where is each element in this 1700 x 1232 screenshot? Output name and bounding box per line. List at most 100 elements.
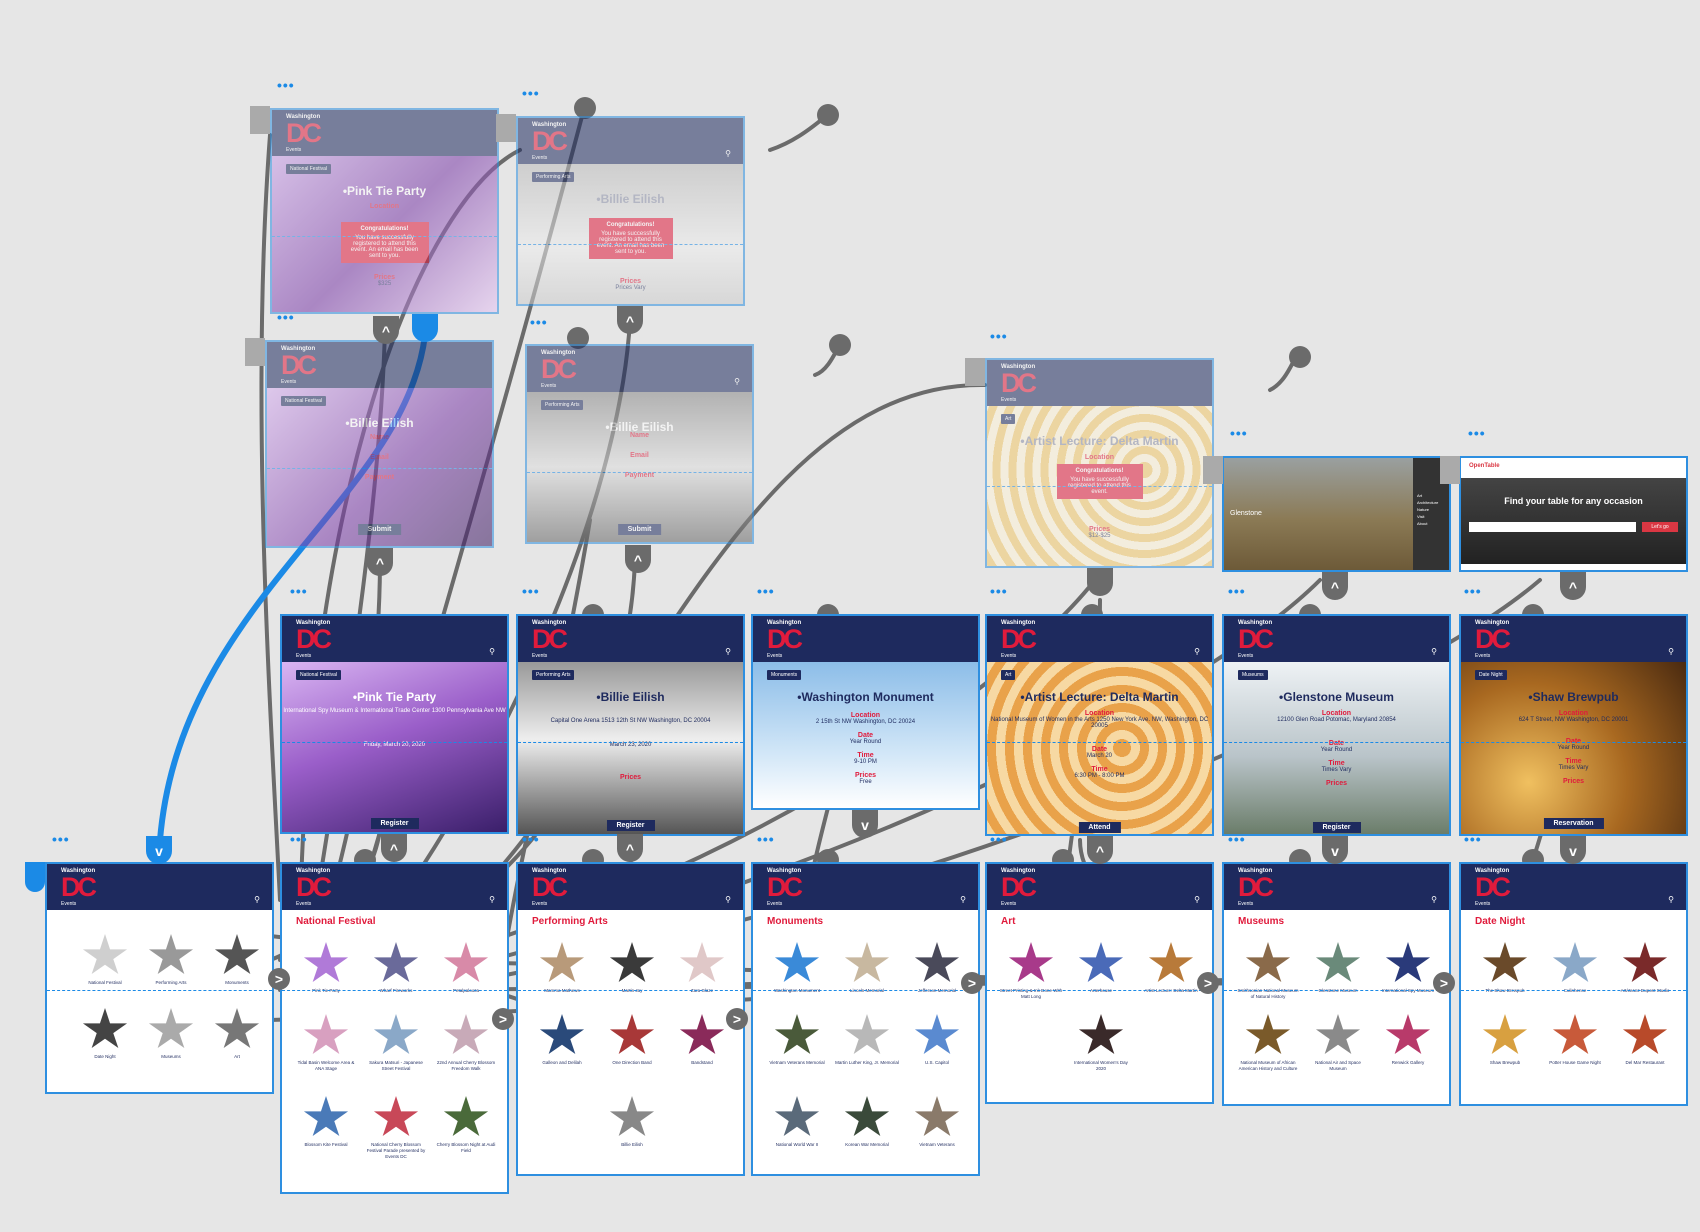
frame-menu-dots[interactable]: •••: [1228, 583, 1246, 599]
frame-menu-dots[interactable]: •••: [1464, 583, 1482, 599]
frame-category-datenight[interactable]: Washington DC Events ⚲ Date Night The Sh…: [1459, 862, 1688, 1106]
event-card[interactable]: Galleon and Delilah: [530, 1014, 594, 1066]
right-arrow[interactable]: >: [268, 968, 290, 990]
event-card[interactable]: Bandstand: [670, 1014, 734, 1066]
search-icon[interactable]: ⚲: [1668, 895, 1674, 904]
right-arrow[interactable]: >: [961, 972, 983, 994]
frame-corner-handle[interactable]: [965, 358, 985, 386]
frame-menu-dots[interactable]: •••: [530, 314, 548, 330]
frame-menu-dots[interactable]: •••: [290, 831, 308, 847]
payment-field-label[interactable]: Payment: [364, 474, 395, 481]
search-icon[interactable]: ⚲: [725, 647, 731, 656]
event-card[interactable]: Martin Jay: [600, 942, 664, 994]
event-card[interactable]: Smithsonian National Museum of Natural H…: [1236, 942, 1300, 1000]
frame-opentable-website[interactable]: OpenTable Find your table for any occasi…: [1459, 456, 1688, 572]
event-card[interactable]: Cherry Blossom Night at Audi Field: [434, 1096, 498, 1154]
up-connector[interactable]: ^: [617, 834, 643, 862]
up-connector[interactable]: ^: [1087, 836, 1113, 864]
nav-about[interactable]: About: [1417, 521, 1428, 526]
frame-category-performing[interactable]: Washington DC Events ⚲ Performing Arts M…: [516, 862, 745, 1176]
search-icon[interactable]: ⚲: [1431, 895, 1437, 904]
frame-menu-dots[interactable]: •••: [522, 85, 540, 101]
frame-corner-handle[interactable]: [250, 106, 270, 134]
down-connector[interactable]: v: [852, 810, 878, 838]
opentable-search-bar[interactable]: [1469, 522, 1636, 532]
attend-button[interactable]: Attend: [1078, 822, 1121, 833]
frame-billie-form-purple[interactable]: Washington DC Events National Festival •…: [265, 340, 494, 548]
event-card[interactable]: Sakura Matsuri - Japanese Street Festiva…: [364, 1014, 428, 1072]
frame-category-festival[interactable]: Washington DC Events ⚲ National Festival…: [280, 862, 509, 1194]
event-card[interactable]: Potter House Game Night: [1543, 1014, 1607, 1066]
event-card[interactable]: Zara Glaze: [670, 942, 734, 994]
frame-menu-dots[interactable]: •••: [990, 328, 1008, 344]
frame-menu-dots[interactable]: •••: [757, 831, 775, 847]
frame-billie-detail[interactable]: Washington DC Events ⚲ Performing Arts •…: [516, 614, 745, 836]
frame-delta-confirmation[interactable]: Washington DC Events Art •Artist Lecture…: [985, 358, 1214, 568]
search-icon[interactable]: ⚲: [1668, 647, 1674, 656]
frame-menu-dots[interactable]: •••: [52, 831, 70, 847]
event-card[interactable]: Vietnam Veterans Memorial: [765, 1014, 829, 1066]
frame-menu-dots[interactable]: •••: [522, 583, 540, 599]
up-connector[interactable]: ^: [1322, 572, 1348, 600]
event-card[interactable]: 22nd Annual Cherry Blossom Freedom Walk: [434, 1014, 498, 1072]
event-card[interactable]: Pink Tie Party: [294, 942, 358, 994]
frame-glenstone-detail[interactable]: Washington DC Events ⚲ Museums •Glenston…: [1222, 614, 1451, 836]
nav-art[interactable]: Art: [1417, 493, 1423, 498]
frame-shaw-detail[interactable]: Washington DC Events ⚲ Date Night •Shaw …: [1459, 614, 1688, 836]
event-card[interactable]: Wharf Fireworks: [364, 942, 428, 994]
search-icon[interactable]: ⚲: [1194, 895, 1200, 904]
name-field-label[interactable]: Name: [629, 432, 650, 439]
frame-menu-dots[interactable]: •••: [757, 583, 775, 599]
opentable-go-button[interactable]: Let's go: [1642, 522, 1678, 532]
down-connector[interactable]: v: [146, 836, 172, 864]
up-connector[interactable]: ^: [373, 316, 399, 344]
frame-corner-handle[interactable]: [1440, 456, 1460, 484]
up-connector[interactable]: ^: [381, 834, 407, 862]
event-card[interactable]: Jefferson Memorial: [905, 942, 969, 994]
event-card[interactable]: Culinhense: [1543, 942, 1607, 994]
up-connector[interactable]: ^: [367, 548, 393, 576]
up-connector[interactable]: ^: [625, 545, 651, 573]
frame-home[interactable]: Washington DC Events ⚲ National Festival…: [45, 862, 274, 1094]
frame-menu-dots[interactable]: •••: [1230, 425, 1248, 441]
frame-pink-tie-detail[interactable]: Washington DC Events ⚲ National Festival…: [280, 614, 509, 834]
frame-menu-dots[interactable]: •••: [277, 77, 295, 93]
payment-field-label[interactable]: Payment: [624, 472, 655, 479]
frame-monument-detail[interactable]: Washington DC Events Monuments •Washingt…: [751, 614, 980, 810]
register-button[interactable]: Register: [1312, 822, 1361, 833]
search-icon[interactable]: ⚲: [254, 895, 260, 904]
event-card[interactable]: Art/Jeanz Dupont Studio: [1613, 942, 1677, 994]
up-connector[interactable]: ^: [617, 306, 643, 334]
frame-corner-handle[interactable]: [1203, 456, 1223, 484]
home-category-datenight[interactable]: Date Night: [73, 1008, 137, 1060]
search-icon[interactable]: ⚲: [1431, 647, 1437, 656]
nav-architecture[interactable]: Architecture: [1417, 500, 1439, 505]
event-card[interactable]: Lincoln Memorial: [835, 942, 899, 994]
right-arrow[interactable]: >: [1433, 972, 1455, 994]
frame-corner-handle[interactable]: [245, 338, 265, 366]
frame-billie-form-gray[interactable]: Washington DC Events ⚲ Performing Arts •…: [525, 344, 754, 544]
submit-button[interactable]: Submit: [617, 524, 662, 535]
home-category-art[interactable]: Art: [205, 1008, 269, 1060]
register-button[interactable]: Register: [606, 820, 655, 831]
nav-visit[interactable]: Visit: [1417, 514, 1425, 519]
home-category-museums[interactable]: Museums: [139, 1008, 203, 1060]
nav-nature[interactable]: Nature: [1417, 507, 1430, 512]
frame-category-museums[interactable]: Washington DC Events ⚲ Museums Smithsoni…: [1222, 862, 1451, 1106]
event-card[interactable]: Billie Eilish: [600, 1096, 664, 1148]
frame-category-art[interactable]: Washington DC Events ⚲ Art Street Printi…: [985, 862, 1214, 1104]
event-card[interactable]: Tidal Basin Welcome Area & ANA Stage: [294, 1014, 358, 1072]
event-card[interactable]: Martin Luther King, Jr. Memorial: [835, 1014, 899, 1066]
search-icon[interactable]: ⚲: [725, 895, 731, 904]
down-connector[interactable]: v: [1560, 836, 1586, 864]
connector[interactable]: [1087, 568, 1113, 596]
search-icon[interactable]: ⚲: [1194, 647, 1200, 656]
event-card[interactable]: One Direction Band: [600, 1014, 664, 1066]
down-connector[interactable]: v: [1322, 836, 1348, 864]
frame-glenstone-website[interactable]: Art Architecture Nature Visit About Glen…: [1222, 456, 1451, 572]
event-card[interactable]: International Spy Museum: [1376, 942, 1440, 994]
event-card[interactable]: National World War II: [765, 1096, 829, 1148]
frame-menu-dots[interactable]: •••: [1468, 425, 1486, 441]
event-card[interactable]: Glenstone Museum: [1306, 942, 1370, 994]
reservation-button[interactable]: Reservation: [1543, 818, 1604, 829]
